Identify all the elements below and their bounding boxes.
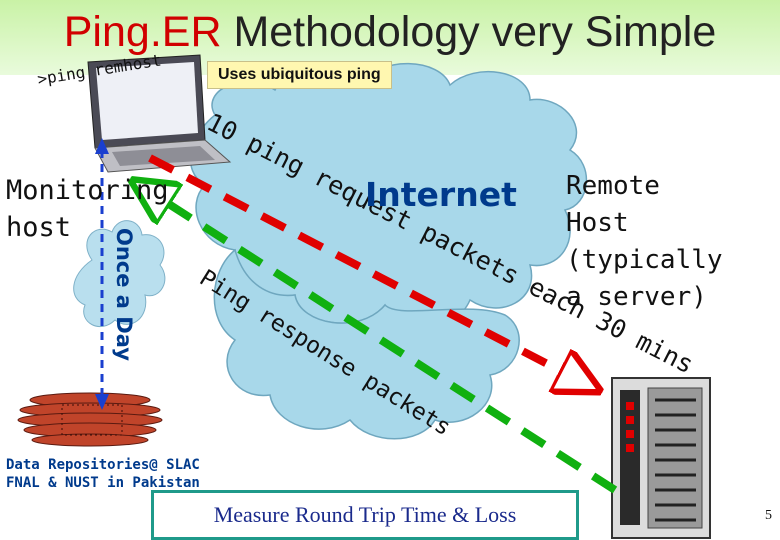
internet-label: Internet (365, 175, 517, 214)
laptop-icon (87, 54, 232, 173)
remote-host-line: a server) (566, 282, 707, 312)
small-cloud-icon (73, 220, 166, 328)
remote-host-label: Remote Host (typically a server) (566, 168, 723, 316)
server-icon (611, 377, 711, 539)
database-stack-icon (17, 392, 163, 447)
measure-banner: Measure Round Trip Time & Loss (151, 490, 579, 540)
monitoring-host-label-line1: Monitoring (6, 175, 169, 206)
title-rest: Methodology very Simple (221, 8, 717, 56)
response-arrow (150, 192, 618, 494)
repositories-label: Data Repositories@ SLAC FNAL & NUST in P… (6, 456, 200, 492)
frequency-text: Once a Day (112, 228, 136, 361)
repositories-line2: FNAL & NUST in Pakistan (6, 475, 200, 491)
internet-cloud (189, 62, 587, 440)
monitoring-host-label-line2: host (6, 212, 72, 243)
title-accent: Ping.ER (63, 8, 222, 56)
repository-link-arrow (95, 138, 109, 410)
remote-host-line: (typically (566, 245, 723, 275)
page-number: 5 (765, 508, 772, 523)
repositories-line1: Data Repositories@ SLAC (6, 457, 200, 473)
frequency-label: Once a Day (108, 228, 138, 368)
remote-host-line: Host (566, 208, 629, 238)
remote-host-line: Remote (566, 171, 660, 201)
slide-title: Ping.ER Methodology very Simple (0, 8, 780, 57)
uses-ping-callout: Uses ubiquitous ping (207, 61, 392, 89)
